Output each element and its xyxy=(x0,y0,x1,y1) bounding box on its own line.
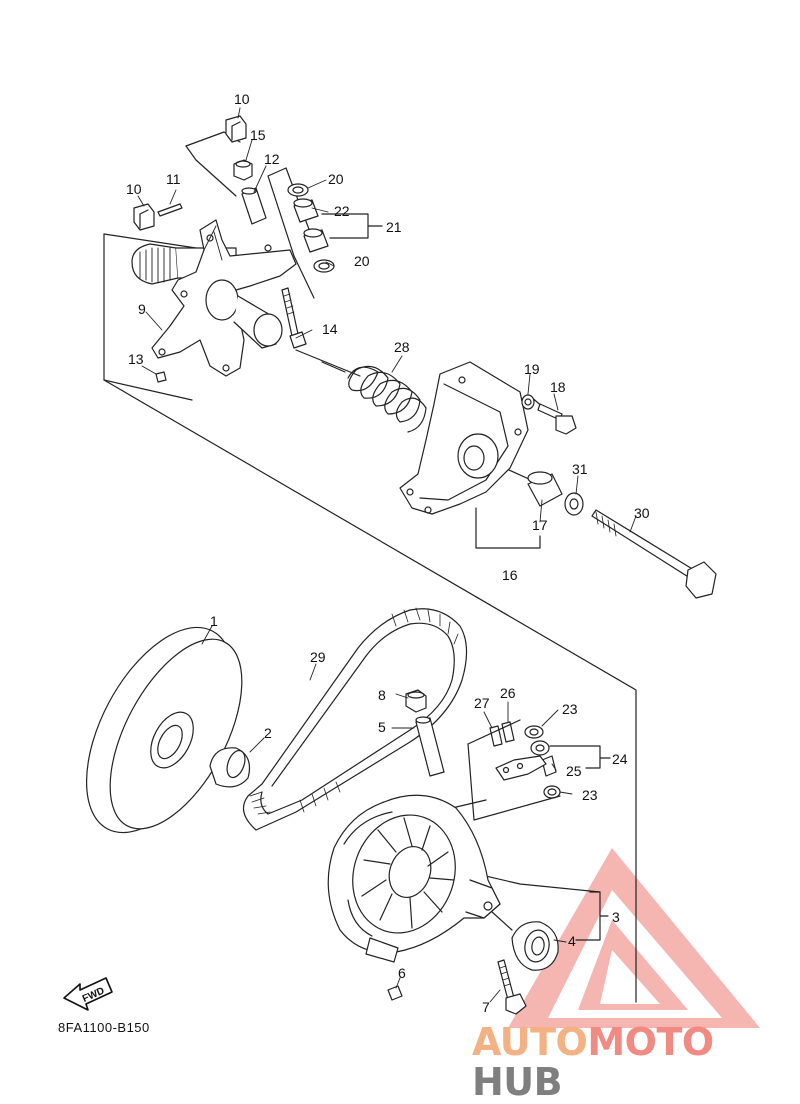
callout-3: 3 xyxy=(612,909,620,925)
fwd-arrow-icon: FWD xyxy=(63,977,113,1011)
callout-22: 22 xyxy=(334,203,350,219)
callout-23-bottom: 23 xyxy=(582,787,598,803)
cam-cover-16 xyxy=(399,361,529,515)
callout-28: 28 xyxy=(394,339,410,355)
screw-27 xyxy=(489,725,503,747)
bracket-16-17 xyxy=(475,507,541,549)
callout-1: 1 xyxy=(210,613,218,629)
pin-11 xyxy=(157,203,183,217)
callout-6: 6 xyxy=(398,965,406,981)
callout-30: 30 xyxy=(634,505,650,521)
sheave-hub-9 xyxy=(131,219,297,377)
callout-21: 21 xyxy=(386,219,402,235)
callout-9: 9 xyxy=(138,301,146,317)
callout-15: 15 xyxy=(250,127,266,143)
callout-20-bottom: 20 xyxy=(354,253,370,269)
callout-5: 5 xyxy=(378,719,386,735)
arm-bracket-24 xyxy=(495,755,547,781)
callout-12: 12 xyxy=(264,151,280,167)
callout-18: 18 xyxy=(550,379,566,395)
callout-19: 19 xyxy=(524,361,540,377)
nut-15 xyxy=(233,159,253,181)
bracket-24 xyxy=(549,745,611,769)
callout-11: 11 xyxy=(166,171,181,187)
callout-2: 2 xyxy=(264,725,272,741)
bolt-18 xyxy=(537,403,577,435)
callout-20-top: 20 xyxy=(328,171,344,187)
callout-16: 16 xyxy=(502,567,518,583)
callout-24: 24 xyxy=(612,751,628,767)
bolt-7 xyxy=(497,959,527,1015)
watermark-logo: AUTOMOTO HUB xyxy=(472,1022,800,1102)
diagram-code: 8FA1100-B150 xyxy=(58,1020,150,1035)
slider-block-10-top xyxy=(225,115,247,143)
washer-31 xyxy=(564,492,584,516)
nut-8 xyxy=(405,689,427,713)
callout-27: 27 xyxy=(474,695,490,711)
slug-13 xyxy=(155,371,167,383)
callout-13: 13 xyxy=(128,351,144,367)
callout-29: 29 xyxy=(310,649,326,665)
movable-sheave-3 xyxy=(327,794,501,963)
callout-8: 8 xyxy=(378,687,386,703)
bracket-3 xyxy=(575,891,609,941)
callout-31: 31 xyxy=(572,461,588,477)
drive-belt-29 xyxy=(242,607,468,831)
collar-12 xyxy=(241,187,267,225)
bushing-22b xyxy=(303,228,329,253)
slider-block-10-left xyxy=(133,203,155,231)
washer-20-top xyxy=(287,183,309,197)
fixed-sheave-1 xyxy=(86,626,243,834)
callout-26: 26 xyxy=(500,685,516,701)
watermark-part2: MOTO xyxy=(587,1020,714,1064)
watermark-part3: HUB xyxy=(472,1060,563,1104)
callout-23-top: 23 xyxy=(562,701,578,717)
collar-17 xyxy=(527,471,563,507)
pin-25 xyxy=(541,755,557,777)
callout-14: 14 xyxy=(322,321,338,337)
collar-5 xyxy=(415,716,445,777)
bushing-22 xyxy=(293,198,319,223)
roller-24 xyxy=(530,740,550,756)
spring-28 xyxy=(347,365,427,433)
bearing-4 xyxy=(511,921,559,971)
bracket-21 xyxy=(321,213,383,239)
callout-4: 4 xyxy=(568,933,576,949)
callout-10-top: 10 xyxy=(234,91,250,107)
group-24-frame xyxy=(467,719,561,821)
callout-17: 17 xyxy=(532,517,548,533)
pin-6 xyxy=(387,985,403,1001)
washer-23-top xyxy=(524,725,544,739)
callout-leaders xyxy=(137,107,637,1003)
washer-20-bottom xyxy=(313,259,335,273)
callout-25: 25 xyxy=(566,763,582,779)
watermark-triangle-icon xyxy=(508,848,760,1028)
watermark-part1: AUTO xyxy=(472,1020,588,1064)
callout-10-left: 10 xyxy=(126,181,142,197)
callout-7: 7 xyxy=(482,999,490,1015)
bolt-30 xyxy=(591,509,717,599)
washer-19 xyxy=(521,394,535,410)
clip-2 xyxy=(209,747,251,788)
bolt-14 xyxy=(281,287,307,349)
